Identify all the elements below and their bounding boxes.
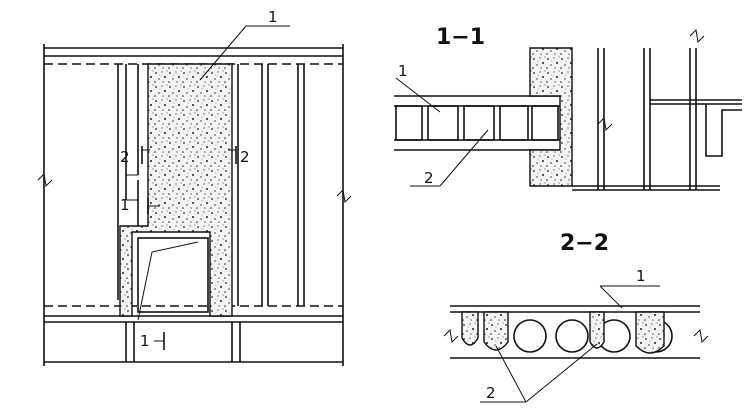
elevation-section-2-right: 2 <box>240 148 250 166</box>
section-2-2-callout-2: 2 <box>486 384 496 402</box>
elevation-callout-1: 1 <box>268 8 278 26</box>
section-2-2-callout-1: 1 <box>636 267 646 285</box>
section-1-1-callout-1: 1 <box>398 62 408 80</box>
section-2-2-title: 2−2 <box>560 231 609 256</box>
concrete-infill <box>119 63 233 317</box>
section-1-1-callout-2: 2 <box>424 169 434 187</box>
wall-elevation <box>37 25 352 366</box>
section-1-1 <box>394 28 742 191</box>
elevation-section-1-mid: 1 <box>120 196 130 214</box>
elevation-section-2-left: 2 <box>120 148 130 166</box>
elevation-section-1-bottom: 1 <box>140 332 150 350</box>
section-2-2 <box>443 285 709 403</box>
section-1-1-title: 1−1 <box>436 25 485 50</box>
